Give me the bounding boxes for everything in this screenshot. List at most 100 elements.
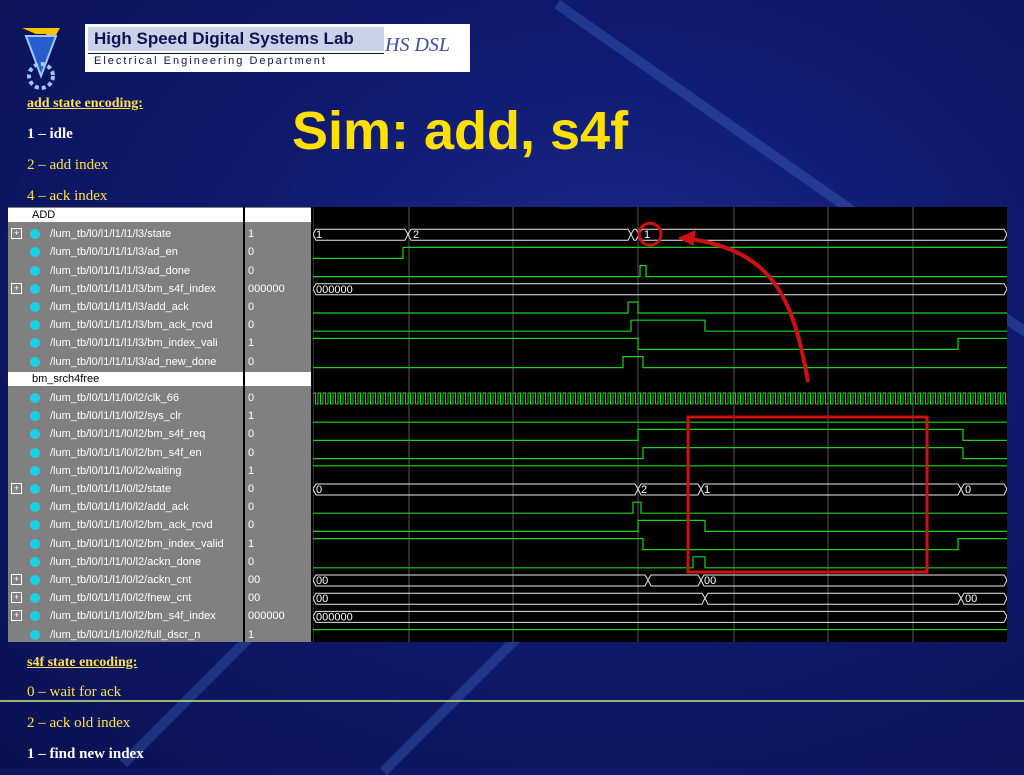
signal-value-row: 0 (245, 498, 311, 516)
signal-value-row: 1 (245, 462, 311, 480)
signal-value: 0 (248, 555, 255, 568)
signal-row[interactable]: /lum_tb/l0/l1/l1/l1/l3/ad_en (8, 243, 243, 261)
bus-value-label: 1 (316, 229, 322, 241)
waveform-ad-done (313, 265, 1007, 278)
signal-value: 1 (248, 537, 255, 550)
signal-row[interactable]: /lum_tb/l0/l1/l1/l0/l2/waiting (8, 462, 243, 480)
waveform-bm-index-valid (313, 337, 1007, 350)
signal-name: /lum_tb/l0/l1/l1/l0/l2/bm_s4f_req (50, 428, 206, 441)
waveform-bus-ackn-cnt (313, 574, 649, 587)
signal-row[interactable]: /lum_tb/l0/l1/l1/l0/l2/add_ack (8, 498, 243, 516)
signal-row[interactable]: /lum_tb/l0/l1/l1/l0/l2/bm_index_valid (8, 535, 243, 553)
expand-bus-icon[interactable]: + (11, 483, 22, 494)
bus-value-label: 0 (316, 484, 322, 496)
expand-bus-icon[interactable]: + (11, 574, 22, 585)
bus-value-label: 2 (641, 484, 647, 496)
signal-value-row: 000000 (245, 280, 311, 298)
signal-row[interactable]: +/lum_tb/l0/l1/l1/l1/l3/state (8, 225, 243, 243)
signal-value-row: 0 (245, 298, 311, 316)
waveform-bus-state (630, 228, 640, 241)
signal-value-row: 0 (245, 262, 311, 280)
signal-group-header[interactable]: ADD (8, 208, 243, 222)
signal-row[interactable]: /lum_tb/l0/l1/l1/l1/l3/ad_new_done (8, 353, 243, 371)
signal-dot-icon (30, 465, 40, 476)
waveform-bm-s4f-en (313, 447, 1007, 460)
highlight-arrow (690, 237, 810, 383)
signal-row[interactable]: +/lum_tb/l0/l1/l1/l0/l2/fnew_cnt (8, 589, 243, 607)
bus-value-label: 00 (704, 575, 716, 587)
waveform-bus-ackn-cnt (700, 574, 1007, 587)
signal-value-row: 0 (245, 553, 311, 571)
expand-bus-icon[interactable]: + (11, 282, 22, 294)
signal-value: 0 (248, 264, 255, 277)
signal-dot-icon (30, 556, 40, 567)
bus-value-label: 000000 (316, 284, 353, 296)
expand-bus-icon[interactable]: + (11, 228, 22, 240)
signal-row[interactable]: +/lum_tb/l0/l1/l1/l1/l3/bm_s4f_index (8, 280, 243, 298)
s4f-encoding-item: 0 – wait for ack (27, 684, 122, 700)
signal-value: 0 (248, 392, 255, 404)
signal-name: /lum_tb/l0/l1/l1/l0/l2/waiting (50, 464, 182, 477)
signal-value-row: 0 (245, 353, 311, 371)
waveform-bus-fnew-cnt (313, 592, 706, 605)
bus-value-label: 1 (644, 229, 650, 241)
signal-row[interactable]: +/lum_tb/l0/l1/l1/l0/l2/ackn_cnt (8, 571, 243, 589)
s4f-encoding-item: 1 – find new index (27, 746, 144, 762)
signal-name: /lum_tb/l0/l1/l1/l0/l2/bm_s4f_en (50, 446, 202, 459)
expand-bus-icon[interactable]: + (11, 592, 22, 604)
signal-dot-icon (30, 393, 40, 403)
signal-name: /lum_tb/l0/l1/l1/l1/l3/ad_en (50, 246, 178, 259)
signal-row[interactable]: /lum_tb/l0/l1/l1/l1/l3/add_ack (8, 298, 243, 316)
signal-row[interactable]: /lum_tb/l0/l1/l1/l0/l2/bm_ack_rcvd (8, 516, 243, 534)
signal-name: /lum_tb/l0/l1/l1/l0/l2/bm_ack_rcvd (50, 519, 213, 532)
signal-row[interactable]: /lum_tb/l0/l1/l1/l1/l3/bm_index_vali (8, 334, 243, 352)
signal-value-row: 1 (245, 334, 311, 352)
signal-row[interactable]: /lum_tb/l0/l1/l1/l1/l3/ad_done (8, 262, 243, 280)
signal-dot-icon (30, 611, 40, 622)
bus-value-label: 00 (316, 593, 328, 605)
signal-name: /lum_tb/l0/l1/l1/l1/l3/ad_done (50, 264, 191, 277)
signal-dot-icon (30, 520, 40, 531)
signal-dot-icon (30, 283, 40, 294)
slide-title: Sim: add, s4f (292, 101, 629, 161)
waveform-bus-s4f-state (960, 483, 1007, 496)
signal-value: 00 (248, 592, 261, 605)
waveform-s4f-bm-ack-rcvd (313, 519, 1007, 532)
signal-dot-icon (30, 593, 40, 604)
waveform-s4f-bm-index-valid (313, 538, 1007, 551)
signal-value-row: 0 (245, 316, 311, 334)
bus-value-label: 1 (704, 484, 710, 496)
add-encoding-item: 2 – add index (27, 157, 109, 173)
lab-logo-banner: High Speed Digital Systems Lab Electrica… (85, 24, 470, 72)
signal-row[interactable]: /lum_tb/l0/l1/l1/l0/l2/sys_clr (8, 407, 243, 425)
signal-group-value-spacer (245, 371, 311, 386)
signal-value-row: 1 (245, 626, 311, 644)
signal-name: /lum_tb/l0/l1/l1/l1/l3/bm_index_vali (50, 337, 218, 350)
signal-row[interactable]: +/lum_tb/l0/l1/l1/l0/l2/state (8, 480, 243, 498)
signal-value: 0 (248, 446, 255, 459)
expand-bus-icon[interactable]: + (11, 610, 22, 622)
signal-row[interactable]: /lum_tb/l0/l1/l1/l0/l2/clk_66 (8, 389, 243, 407)
waveform-bus-s4f-state (313, 483, 639, 496)
signal-value: 00 (248, 574, 261, 586)
signal-value-row: 0 (245, 516, 311, 534)
waveform-bus-s4f-index (313, 610, 1007, 623)
signal-dot-icon (30, 447, 40, 458)
signal-dot-icon (30, 356, 40, 367)
group-label: bm_srch4free (32, 372, 100, 385)
signal-value-row: 1 (245, 225, 311, 243)
signal-group-header[interactable]: bm_srch4free (8, 371, 243, 386)
signal-name-pane[interactable]: ADD +/lum_tb/l0/l1/l1/l1/l3/state/lum_tb/… (8, 207, 243, 642)
signal-row[interactable]: /lum_tb/l0/l1/l1/l0/l2/ackn_done (8, 553, 243, 571)
signal-row[interactable]: /lum_tb/l0/l1/l1/l0/l2/bm_s4f_en (8, 444, 243, 462)
signal-value-row: 1 (245, 407, 311, 425)
signal-row[interactable]: /lum_tb/l0/l1/l1/l0/l2/full_dscr_n (8, 626, 243, 644)
signal-row[interactable]: /lum_tb/l0/l1/l1/l0/l2/bm_s4f_req (8, 425, 243, 443)
signal-row[interactable]: +/lum_tb/l0/l1/l1/l0/l2/bm_s4f_index (8, 607, 243, 625)
group-label: ADD (32, 209, 56, 221)
signal-dot-icon (30, 247, 40, 258)
highlight-arrow-head (677, 230, 696, 246)
signal-row[interactable]: /lum_tb/l0/l1/l1/l1/l3/bm_ack_rcvd (8, 316, 243, 334)
